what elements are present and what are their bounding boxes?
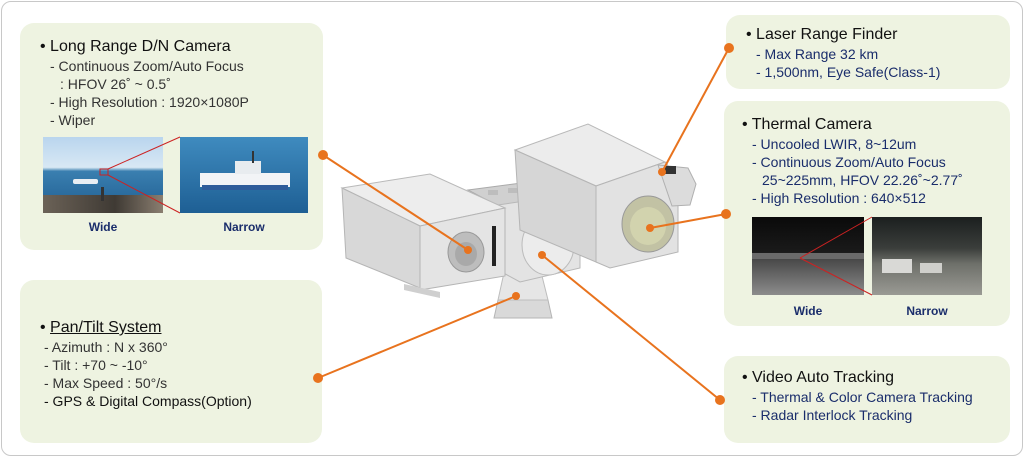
thermal-line-4: - High Resolution : 640×512	[752, 190, 926, 206]
dn-wide-label: Wide	[88, 220, 118, 234]
thermal-narrow-photo	[872, 217, 982, 295]
thermal-line-3: 25~225mm, HFOV 22.26˚~2.77˚	[762, 172, 963, 188]
laser-title: • Laser Range Finder	[746, 26, 898, 43]
dn-zoom-lines	[99, 136, 181, 214]
long-range-line-2: : HFOV 26˚ ~ 0.5˚	[60, 76, 171, 92]
dn-camera-housing	[340, 173, 507, 298]
tracking-line-2: - Radar Interlock Tracking	[752, 407, 913, 423]
leader-dots	[313, 43, 734, 405]
pan-tilt-line-3: - Max Speed : 50°/s	[44, 375, 168, 391]
thermal-wide-label: Wide	[793, 304, 823, 318]
tracking-line-1: - Thermal & Color Camera Tracking	[752, 389, 973, 405]
pan-tilt-panel: • Pan/Tilt System - Azimuth : N x 360° -…	[20, 280, 322, 443]
tracking-title: • Video Auto Tracking	[742, 369, 895, 386]
pan-tilt-line-4: - GPS & Digital Compass(Option)	[44, 393, 252, 409]
long-range-line-1: - Continuous Zoom/Auto Focus	[50, 58, 244, 74]
leader-lines	[317, 47, 730, 401]
pan-tilt-line-2: - Tilt : +70 ~ -10°	[44, 357, 148, 373]
laser-range-finder-panel: • Laser Range Finder - Max Range 32 km -…	[726, 15, 1010, 89]
dn-narrow-label: Narrow	[223, 220, 265, 234]
laser-line-2: - 1,500nm, Eye Safe(Class-1)	[756, 64, 941, 80]
long-range-line-3: - High Resolution : 1920×1080P	[50, 94, 249, 110]
long-range-camera-title: • Long Range D/N Camera	[40, 38, 231, 55]
thermal-line-2: - Continuous Zoom/Auto Focus	[752, 154, 946, 170]
thermal-title: • Thermal Camera	[742, 116, 872, 133]
pan-tilt-title: • Pan/Tilt System	[40, 319, 162, 336]
pan-tilt-line-1: - Azimuth : N x 360°	[44, 339, 168, 355]
thermal-camera-panel: • Thermal Camera - Uncooled LWIR, 8~12um…	[724, 101, 1010, 326]
laser-line-1: - Max Range 32 km	[756, 46, 879, 62]
thermal-wide-photo	[752, 217, 864, 295]
thermal-line-1: - Uncooled LWIR, 8~12um	[752, 136, 917, 152]
long-range-line-4: - Wiper	[50, 112, 96, 128]
video-tracking-panel: • Video Auto Tracking - Thermal & Color …	[724, 356, 1010, 443]
thermal-zoom-lines	[799, 216, 873, 296]
thermal-narrow-label: Narrow	[906, 304, 948, 318]
dn-narrow-photo	[180, 137, 308, 213]
thermal-camera-housing	[513, 123, 697, 269]
